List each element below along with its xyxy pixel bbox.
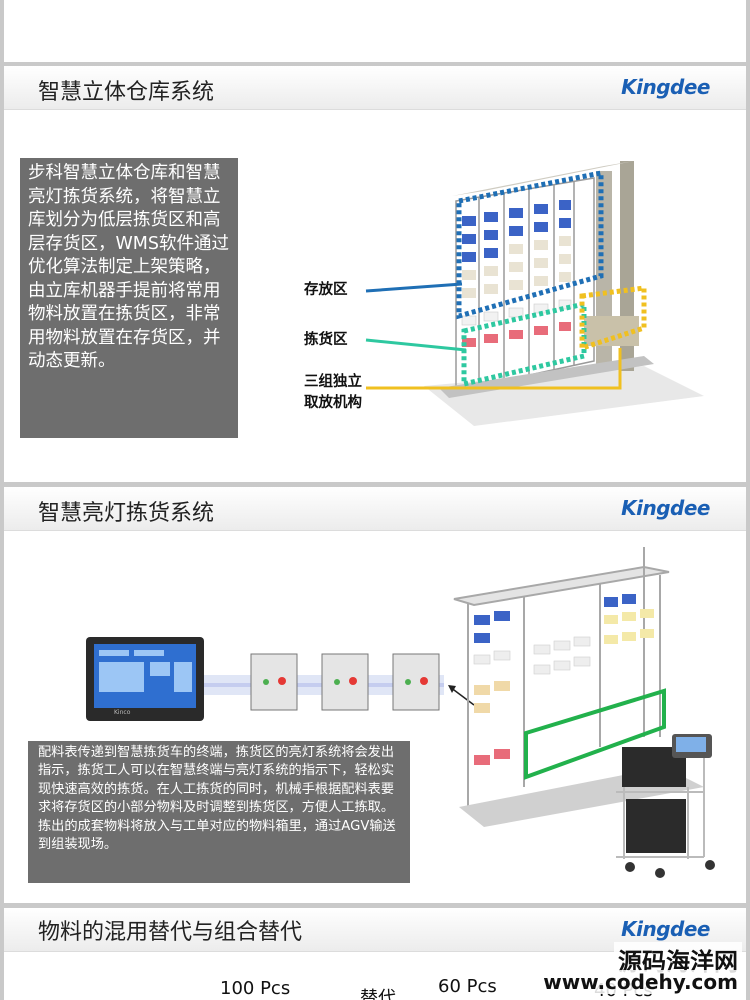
slide-material-substitution: 物料的混用替代与组合替代 Kingdee 100 Pcs 替代 60 Pcs 4… [4, 908, 746, 1000]
slide-title: 智慧立体仓库系统 [38, 80, 215, 105]
description-box: 配料表传递到智慧拣货车的终端，拣货区的亮灯系统将会发出指示，拣货工人可以在智慧终… [28, 741, 410, 883]
terminal-brand: Kinco [114, 709, 131, 716]
previous-slide-bottom [4, 0, 746, 62]
slide-light-picking: 智慧亮灯拣货系统 Kingdee [4, 487, 746, 903]
kingdee-logo: Kingdee [621, 75, 710, 99]
kingdee-logo: Kingdee [621, 496, 710, 520]
mechanism-label-line1: 三组独立 [304, 374, 362, 390]
picking-zone-label: 拣货区 [304, 332, 348, 348]
slide-title: 智慧亮灯拣货系统 [38, 501, 215, 526]
storage-zone-label: 存放区 [304, 282, 348, 298]
substitute-label: 替代 [360, 988, 396, 1000]
warehouse-rack-illustration [365, 161, 704, 426]
watermark-url: www.codehy.com [539, 970, 742, 994]
slide-smart-warehouse: 智慧立体仓库系统 Kingdee 步科智慧立体仓库和智慧亮灯拣货系统，将智慧立库… [4, 66, 746, 482]
kingdee-logo: Kingdee [621, 917, 710, 941]
quantity-60: 60 Pcs [438, 976, 497, 997]
mechanism-label-line2: 取放机构 [304, 395, 362, 411]
description-box: 步科智慧立体仓库和智慧亮灯拣货系统，将智慧立库划分为低层拣货区和高层存货区，WM… [20, 158, 238, 438]
slide-title: 物料的混用替代与组合替代 [38, 920, 303, 945]
slide-title-bar: 智慧亮灯拣货系统 Kingdee [4, 487, 746, 531]
quantity-100: 100 Pcs [220, 978, 291, 999]
slide-title-bar: 智慧立体仓库系统 Kingdee [4, 66, 746, 110]
slide-title-bar: 物料的混用替代与组合替代 Kingdee [4, 908, 746, 952]
picking-system-diagram [86, 547, 715, 878]
